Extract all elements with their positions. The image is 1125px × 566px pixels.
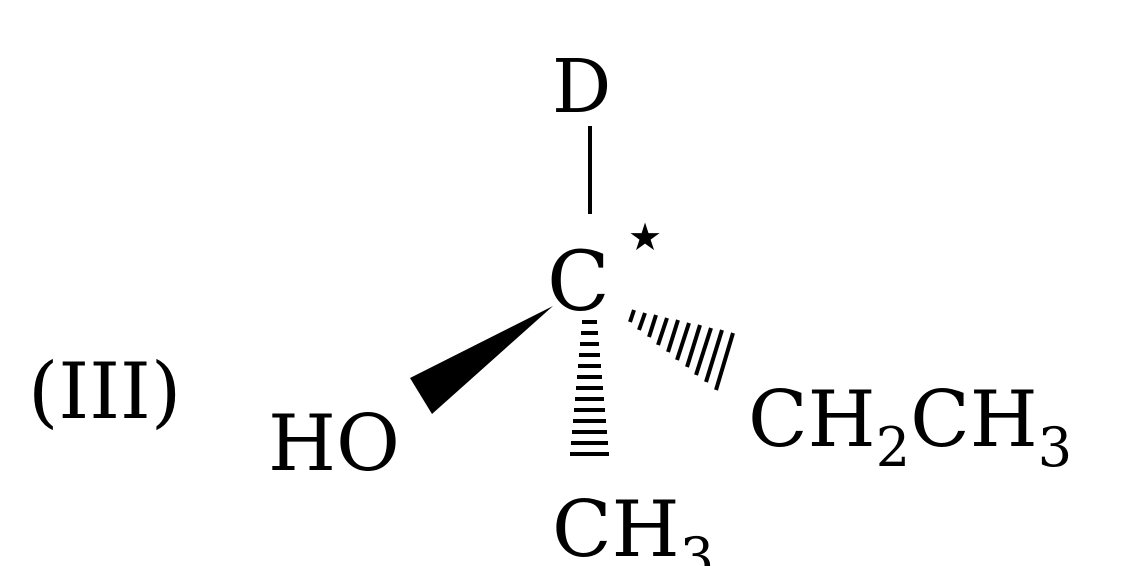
ch2-main-text: CH — [748, 375, 876, 465]
bond-wedge-left — [410, 306, 553, 414]
bond-hashed-bottom — [570, 320, 609, 456]
compound-label: (III) — [28, 347, 181, 437]
stereocenter-star: ★ — [628, 215, 662, 259]
substituent-top-d: D — [552, 44, 611, 130]
ch3-main-text: CH — [552, 485, 680, 566]
substituent-right-ch2ch3: CH2CH3 — [748, 375, 1072, 479]
ch3-right-main-text: CH — [910, 375, 1038, 465]
bond-hashed-right — [628, 309, 735, 391]
substituent-bottom-ch3: CH3 — [552, 485, 714, 566]
center-atom: C — [547, 235, 610, 330]
ch3-right-subscript: 3 — [1038, 416, 1072, 479]
ch2-subscript: 2 — [876, 416, 910, 479]
ch3-subscript: 3 — [680, 526, 714, 566]
substituent-left-ho: HO — [268, 399, 400, 489]
